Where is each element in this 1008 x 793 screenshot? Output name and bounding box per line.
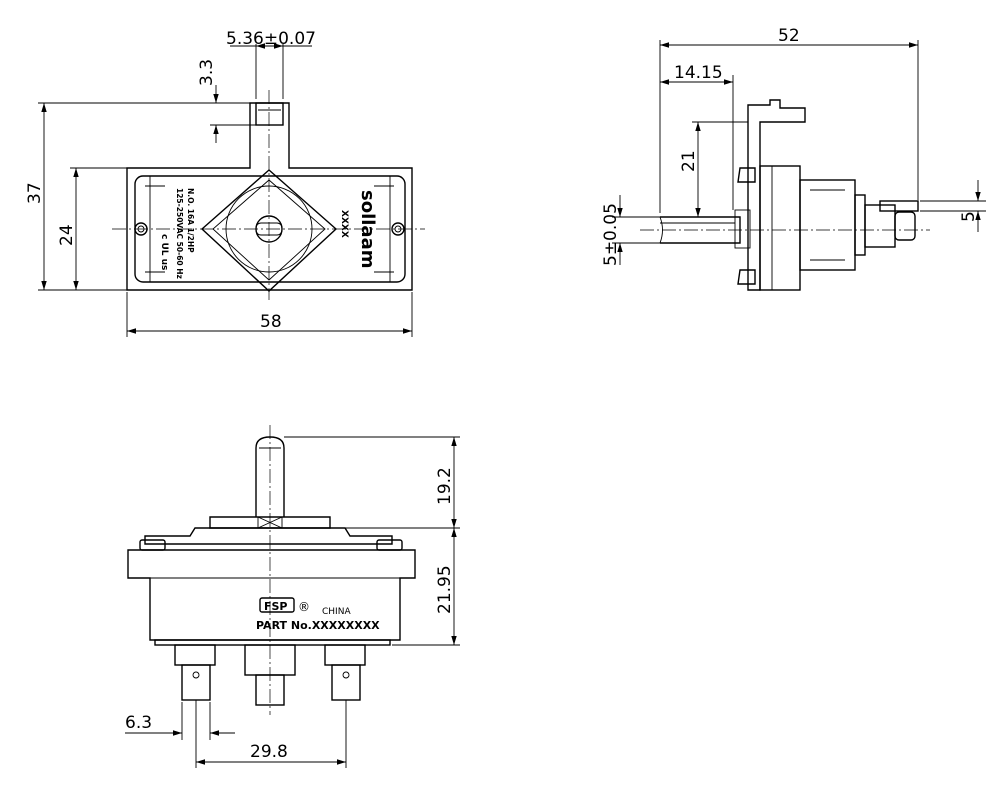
origin-text: CHINA (322, 607, 351, 617)
rating-text-line2: 125-250VAC 50-60 Hz (175, 188, 184, 279)
dim-terminal-width-front: 6.3 (125, 713, 152, 733)
dim-terminal-pitch: 29.8 (250, 742, 288, 762)
dim-overall-height: 37 (25, 182, 45, 204)
dim-body-height-front: 21.95 (435, 565, 455, 614)
registered-mark: ® (298, 600, 310, 614)
dim-body-height: 24 (57, 224, 77, 246)
dim-flange-height: 21 (679, 150, 699, 172)
fsp-logo-text: FSP (264, 600, 288, 613)
cert-mark: c UL us (159, 234, 169, 270)
front-view: FSP ® CHINA PART No.XXXXXXXX 19.2 21.95 … (125, 425, 460, 768)
product-code: XXXX (339, 210, 349, 238)
top-view: N.O. 16A 1/2HP 125-250VAC 50-60 Hz c UL … (25, 29, 425, 337)
dim-shaft-height-front: 19.2 (435, 467, 455, 505)
dim-overall-width: 58 (260, 312, 282, 332)
brand-logo-text: sollaam (357, 190, 378, 268)
dim-shaft-width: 5.36±0.07 (226, 29, 316, 49)
dim-shaft-diameter: 5±0.05 (601, 203, 621, 266)
dim-overall-length: 52 (778, 26, 800, 46)
rating-text-line1: N.O. 16A 1/2HP (186, 188, 195, 253)
fsp-logo-box (259, 597, 295, 613)
dim-shaft-length: 14.15 (674, 63, 723, 83)
dim-shaft-height: 3.3 (197, 59, 217, 86)
part-number: PART No.XXXXXXXX (256, 619, 380, 632)
side-view: 52 14.15 21 5±0.05 5 (601, 26, 986, 291)
dim-terminal-width: 5 (959, 211, 979, 222)
